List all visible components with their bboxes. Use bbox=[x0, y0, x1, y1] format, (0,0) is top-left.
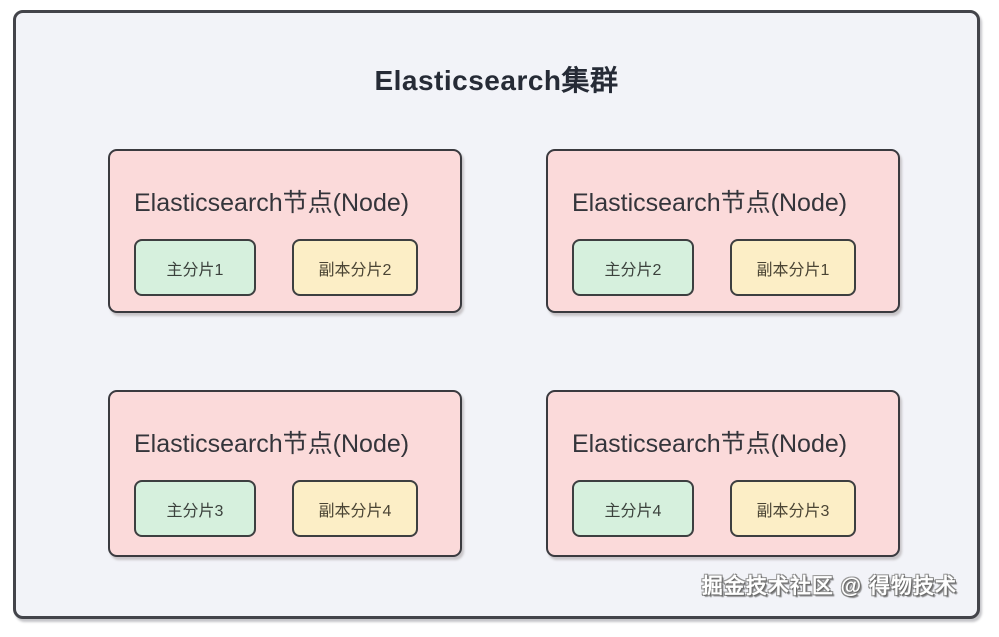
replica-shard-4: 副本分片4 bbox=[292, 480, 418, 537]
es-node-3-shards: 主分片3 副本分片4 bbox=[134, 480, 436, 537]
es-node-3: Elasticsearch节点(Node) 主分片3 副本分片4 bbox=[108, 390, 462, 557]
es-node-1-title: Elasticsearch节点(Node) bbox=[134, 189, 410, 217]
primary-shard-2: 主分片2 bbox=[572, 239, 694, 296]
es-node-4-title: Elasticsearch节点(Node) bbox=[572, 430, 848, 458]
replica-shard-2: 副本分片2 bbox=[292, 239, 418, 296]
cluster-title: Elasticsearch集群 bbox=[374, 65, 619, 96]
es-node-2-title: Elasticsearch节点(Node) bbox=[572, 189, 848, 217]
primary-shard-1: 主分片1 bbox=[134, 239, 256, 296]
es-node-1: Elasticsearch节点(Node) 主分片1 副本分片2 bbox=[108, 149, 462, 313]
es-node-1-shards: 主分片1 副本分片2 bbox=[134, 239, 436, 296]
replica-shard-1: 副本分片1 bbox=[730, 239, 856, 296]
es-node-4-shards: 主分片4 副本分片3 bbox=[572, 480, 874, 537]
es-node-4: Elasticsearch节点(Node) 主分片4 副本分片3 bbox=[546, 390, 900, 557]
watermark: 掘金技术社区 @ 得物技术 bbox=[701, 575, 957, 598]
es-node-2-shards: 主分片2 副本分片1 bbox=[572, 239, 874, 296]
primary-shard-4: 主分片4 bbox=[572, 480, 694, 537]
primary-shard-3: 主分片3 bbox=[134, 480, 256, 537]
cluster-frame: Elasticsearch集群 Elasticsearch节点(Node) 主分… bbox=[13, 10, 980, 619]
es-node-2: Elasticsearch节点(Node) 主分片2 副本分片1 bbox=[546, 149, 900, 313]
es-node-3-title: Elasticsearch节点(Node) bbox=[134, 430, 410, 458]
replica-shard-3: 副本分片3 bbox=[730, 480, 856, 537]
